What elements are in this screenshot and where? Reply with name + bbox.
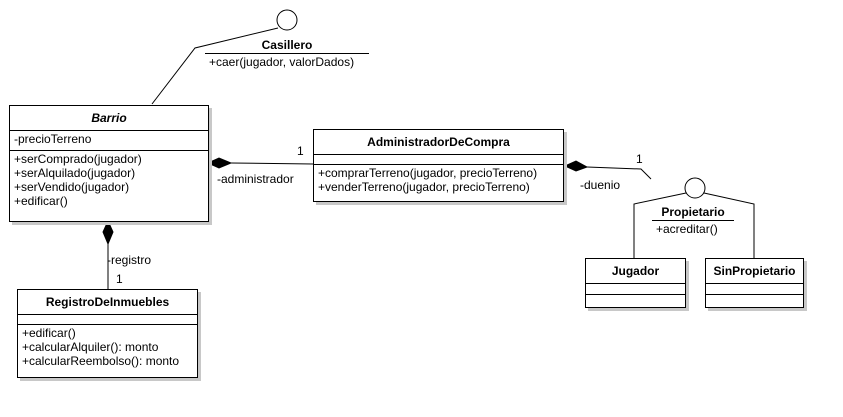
administrador-name: AdministradorDeCompra: [314, 130, 563, 155]
duenio-role-label: -duenio: [580, 178, 621, 192]
sinpropietario-realization-line: [703, 192, 755, 258]
casillero-realization-line: [151, 27, 279, 105]
duenio-composition-diamond: [563, 160, 589, 172]
barrio-op: +serComprado(jugador): [14, 152, 142, 166]
propietario-name: Propietario: [661, 205, 725, 219]
administrador-operations: +comprarTerreno(jugador, precioTerreno) …: [314, 165, 563, 195]
administrador-composition-diamond: [206, 157, 233, 169]
registro-attributes: [18, 315, 197, 325]
sinpropietario-class[interactable]: SinPropietario: [705, 258, 804, 308]
administrador-class[interactable]: AdministradorDeCompra +comprarTerreno(ju…: [313, 129, 564, 202]
duenio-multiplicity: 1: [636, 152, 643, 166]
sinpropietario-name: SinPropietario: [706, 259, 803, 284]
barrio-operations: +serComprado(jugador) +serAlquilado(juga…: [10, 151, 208, 209]
registro-class[interactable]: RegistroDeInmuebles +edificar() +calcula…: [17, 289, 198, 378]
casillero-interface: Casillero +caer(jugador, valorDados): [205, 37, 369, 70]
registro-op: +calcularReembolso(): monto: [22, 354, 180, 368]
propietario-interface: Propietario +acreditar(): [652, 204, 734, 237]
propietario-interface-circle: [684, 177, 706, 199]
casillero-interface-circle: [276, 9, 298, 31]
jugador-attributes: [586, 284, 685, 295]
administrador-op: +venderTerreno(jugador, precioTerreno): [318, 180, 530, 194]
registro-role-label: -registro: [107, 253, 152, 267]
barrio-class[interactable]: Barrio -precioTerreno +serComprado(jugad…: [9, 105, 209, 222]
barrio-attr: -precioTerreno: [14, 132, 92, 146]
registro-multiplicity: 1: [116, 272, 123, 286]
administrador-association-line: [230, 162, 314, 165]
administrador-op: +comprarTerreno(jugador, precioTerreno): [318, 166, 538, 180]
jugador-realization-line: [633, 192, 687, 258]
sinpropietario-attributes: [706, 284, 803, 295]
barrio-op: +edificar(): [14, 194, 68, 208]
casillero-name: Casillero: [261, 38, 313, 52]
administrador-multiplicity: 1: [297, 144, 304, 158]
casillero-operations: +caer(jugador, valorDados): [205, 53, 369, 70]
jugador-class[interactable]: Jugador: [585, 258, 686, 308]
registro-operations: +edificar() +calcularAlquiler(): monto +…: [18, 325, 197, 369]
sinpropietario-operations: [706, 295, 803, 306]
duenio-association-line: [586, 166, 652, 180]
propietario-op: +acreditar(): [656, 222, 718, 236]
barrio-name: Barrio: [10, 106, 208, 131]
registro-composition-diamond: [102, 219, 114, 246]
barrio-op: +serAlquilado(jugador): [14, 166, 136, 180]
barrio-op: +serVendido(jugador): [14, 180, 130, 194]
administrador-role-label: -administrador: [217, 172, 294, 186]
barrio-attributes: -precioTerreno: [10, 131, 208, 151]
casillero-op: +caer(jugador, valorDados): [209, 55, 355, 69]
propietario-operations: +acreditar(): [652, 220, 734, 237]
jugador-name: Jugador: [586, 259, 685, 284]
registro-op: +calcularAlquiler(): monto: [22, 340, 159, 354]
jugador-operations: [586, 295, 685, 306]
registro-op: +edificar(): [22, 326, 76, 340]
registro-name: RegistroDeInmuebles: [18, 290, 197, 315]
administrador-attributes: [314, 155, 563, 165]
